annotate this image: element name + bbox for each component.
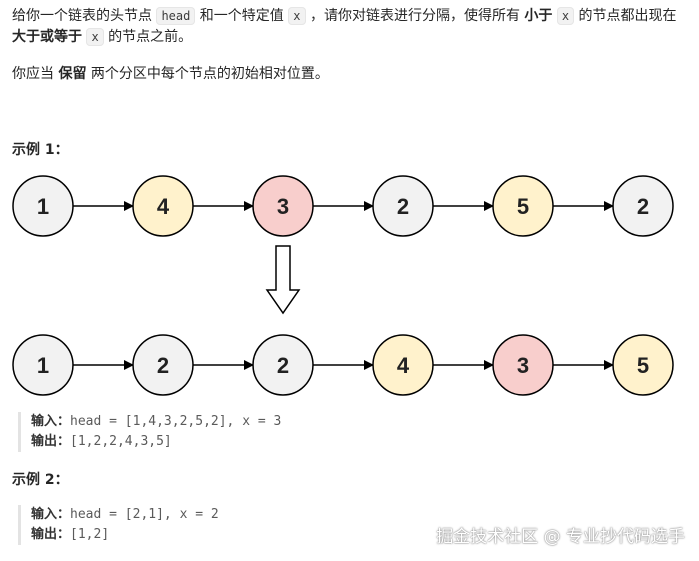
bold-less-than: 小于 <box>524 8 553 24</box>
problem-description: 给你一个链表的头节点 head 和一个特定值 x ，请你对链表进行分隔，使得所有… <box>12 7 677 46</box>
problem-note: 你应当 保留 两个分区中每个节点的初始相对位置。 <box>12 66 329 82</box>
list-node-value: 1 <box>37 353 49 378</box>
list-node <box>612 334 674 396</box>
list-node <box>492 334 554 396</box>
list-node <box>252 334 314 396</box>
list-node-value: 2 <box>397 194 409 219</box>
list-node <box>612 175 674 237</box>
example-2-code: 输入：head = [2,1], x = 2 输出：[1,2] <box>18 505 219 545</box>
code-x: x <box>86 28 104 46</box>
list-node-value: 5 <box>637 353 649 378</box>
example-1-output: 输出：[1,2,2,4,3,5] <box>31 434 172 449</box>
example-2-title: 示例 2： <box>12 472 69 488</box>
list-node-value: 3 <box>277 194 289 219</box>
list-node-value: 2 <box>277 353 289 378</box>
watermark: 掘金技术社区 @ 专业抄代码选手 <box>436 527 685 547</box>
list-after: 1 2 2 4 3 5 <box>12 334 674 396</box>
list-node <box>12 334 74 396</box>
example-1-input: 输入：head = [1,4,3,2,5,2], x = 3 <box>31 414 282 429</box>
list-node <box>132 334 194 396</box>
example-1-title: 示例 1： <box>12 142 69 158</box>
code-x: x <box>288 7 306 25</box>
bold-greater-equal: 大于或等于 <box>12 29 82 45</box>
list-node <box>12 175 74 237</box>
list-node-value: 3 <box>517 353 529 378</box>
code-x: x <box>556 7 575 25</box>
bold-keep: 保留 <box>58 66 87 82</box>
list-node <box>372 334 434 396</box>
list-node-value: 1 <box>37 194 49 219</box>
list-node-value: 4 <box>397 353 410 378</box>
example-1-code: 输入：head = [1,4,3,2,5,2], x = 3 输出：[1,2,2… <box>18 412 281 452</box>
linked-list-diagram: 1 4 3 2 5 2 1 2 2 4 3 5 <box>12 175 674 396</box>
list-node-value: 2 <box>637 194 649 219</box>
list-node-value: 4 <box>157 194 170 219</box>
example-2-output: 输出：[1,2] <box>31 527 110 542</box>
transform-arrow-icon <box>265 245 301 315</box>
list-node-value: 5 <box>517 194 529 219</box>
code-head: head <box>156 7 196 25</box>
list-node <box>492 175 554 237</box>
list-node <box>372 175 434 237</box>
list-node <box>252 175 314 237</box>
list-before: 1 4 3 2 5 2 <box>12 175 674 237</box>
list-node <box>132 175 194 237</box>
example-2-input: 输入：head = [2,1], x = 2 <box>31 507 219 522</box>
list-node-value: 2 <box>157 353 169 378</box>
